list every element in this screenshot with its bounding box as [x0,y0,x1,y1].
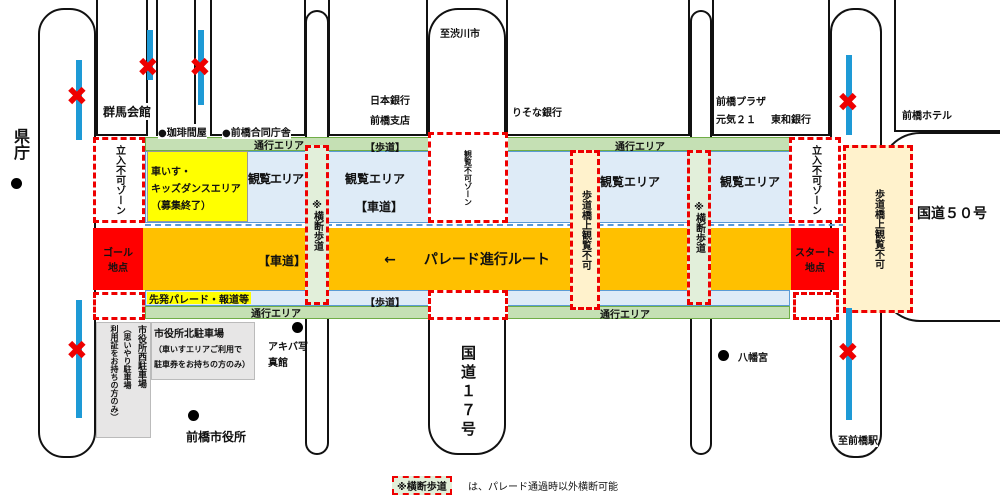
route17-label: 国道１７号 [459,345,477,440]
place-label: 東和銀行 [771,115,811,126]
side-street [305,10,329,150]
no-entry-x-icon: ✖ [189,53,211,83]
block [328,0,428,136]
location-dot [188,410,199,421]
place-label: 至前橋駅 [838,432,878,447]
label: 利用証をお持ちの方のみ） [110,325,119,421]
start-point: スタート地点 [791,228,839,290]
location-dot [718,350,729,361]
bridge-no-view: 歩道橋上観覧不可 [570,150,600,310]
roadway-label: 【車道】 [258,254,307,268]
label: キッズダンスエリア [151,184,241,195]
crosswalk: ※横断歩道 [305,145,329,305]
label: 観覧不可ゾーン [463,149,473,206]
parade-route: ← パレード進行ルート [143,228,791,290]
place-label: 八幡宮 [738,353,768,364]
viewing-label: 観覧エリア [345,172,406,186]
no-entry-x-icon: ✖ [137,53,159,83]
place-label: ●珈琲間屋 [158,124,207,139]
block [894,0,1000,132]
west-parking: 市役所西駐車場 （思いやり駐車場 利用証をお持ちの方のみ） [96,322,151,438]
no-entry-x-icon: ✖ [66,82,88,112]
location-dot [11,178,22,189]
label: ゴール [103,248,133,259]
crosswalk: ※横断歩道 [687,150,711,305]
no-entry-zone: 立入不可ゾーン [93,137,145,223]
wheelchair-kids-area: 車いす・ キッズダンスエリア （募集終了） [147,151,248,222]
label: 立入不可ゾーン [809,145,821,215]
label: 地点 [108,263,128,274]
divider [145,224,875,226]
place-label: 前橋支店 [370,116,410,127]
sidewalk-label: 【歩道】 [365,143,405,154]
place-label: 群馬会館 [103,103,152,120]
route17-north [428,8,506,136]
pass-area-label: 通行エリア [254,140,304,152]
place-label: 前橋ホテル [902,111,952,122]
label: 歩道橋上観覧不可 [579,190,591,270]
block [712,0,830,136]
left-road [38,8,96,458]
press-area: 先発パレード・報道等 [147,292,251,306]
detour-arrow [198,30,204,105]
viewing-label: 観覧エリア [720,175,781,189]
label: （募集終了） [151,201,211,212]
label: （思いやり駐車場 [123,325,132,389]
bridge-no-view: 歩道橋上観覧不可 [843,145,913,313]
no-view-zone: 観覧不可ゾーン [428,132,508,223]
place-label: りそな銀行 [512,108,562,119]
no-entry-x-icon: ✖ [837,88,859,118]
north-parking: 市役所北駐車場 （車いすエリアご利用で 駐車券をお持ちの方のみ） [151,322,255,380]
sidewalk-label: 【歩道】 [365,298,405,309]
place-label: 至渋川市 [440,29,480,40]
side-street [690,10,712,150]
detour-arrow [846,55,852,135]
block [210,0,306,136]
pass-area-label: 通行エリア [615,142,665,153]
legend-text: は、パレード通過時以外横断可能 [468,482,618,493]
viewing-label: 観覧エリア [600,175,661,189]
prefecture-label: 県庁 [11,128,30,160]
goal-point: ゴール地点 [93,228,143,290]
block [506,0,690,136]
side-street [690,315,712,455]
route50-label: 国道５０号 [917,206,987,222]
label: 歩道橋上観覧不可 [872,189,884,269]
no-entry-x-icon: ✖ [837,338,859,368]
label: ※横断歩道 [693,202,705,253]
viewing-label: 観覧エリア [248,172,304,186]
place-label: アキバ写真館 [268,342,308,369]
pass-area-label: 通行エリア [600,310,650,321]
legend-key: ※横断歩道 [392,476,452,495]
roadway-label: 【車道】 [355,200,404,214]
place-label: 日本銀行 [370,96,410,107]
label: ※横断歩道 [311,199,323,251]
no-view-zone [428,290,508,320]
label: 駐車券をお持ちの方のみ） [154,360,250,369]
label: スタート [795,248,835,259]
no-entry-x-icon: ✖ [66,336,88,366]
no-entry-zone [793,292,839,320]
label: （車いすエリアご利用で [154,345,242,354]
route-label: ← パレード進行ルート [384,252,550,268]
label: 地点 [805,263,825,274]
no-entry-zone [93,292,145,320]
no-entry-zone: 立入不可ゾーン [789,137,841,223]
detour-arrow [147,30,153,80]
detour-arrow [846,308,852,420]
block [156,0,196,136]
place-label: ●前橋合同庁舎 [222,124,291,139]
side-street [305,315,329,455]
place-label: 前橋プラザ [716,97,766,108]
label: 車いす・ [151,167,191,178]
detour-arrow [76,60,82,140]
location-dot [292,322,303,333]
route17-south [428,315,506,455]
label: 市役所西駐車場 [136,325,146,388]
place-label: 前橋市役所 [186,430,247,444]
label: 市役所北駐車場 [154,329,224,340]
place-label: 元気２１ [716,115,756,126]
label: 立入不可ゾーン [113,145,125,215]
detour-arrow [76,300,82,418]
